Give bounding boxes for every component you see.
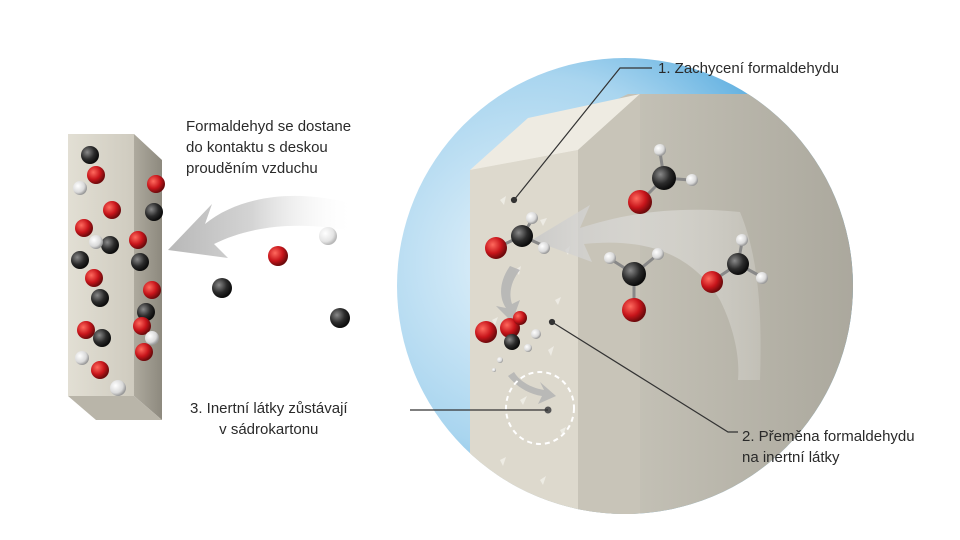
leader-step1 bbox=[513, 67, 652, 201]
leader-lines bbox=[410, 67, 738, 433]
converting-molecule bbox=[475, 311, 541, 372]
intro-line-2: do kontaktu s deskou bbox=[186, 139, 328, 156]
step1-label: 1. Zachycení formaldehydu bbox=[658, 58, 839, 79]
step2-line-2: na inertní látky bbox=[742, 449, 840, 466]
formaldehyde-molecule-2 bbox=[604, 248, 664, 322]
air-flow-arrow-circle bbox=[532, 205, 761, 380]
air-flow-arrow-left bbox=[168, 195, 355, 258]
step3-line-1: 3. Inertní látky zůstávají bbox=[190, 400, 348, 417]
zoom-circle bbox=[397, 58, 853, 514]
board-bottom-face bbox=[68, 396, 162, 420]
airborne-molecules bbox=[212, 227, 350, 328]
intro-line-1: Formaldehyd se dostane bbox=[186, 118, 352, 135]
board-molecules bbox=[71, 146, 165, 396]
intro-line-3: prouděním vzduchu bbox=[186, 160, 318, 177]
gypsum-board-piece bbox=[68, 134, 165, 420]
leader-step2 bbox=[551, 321, 738, 433]
step1-line-1: 1. Zachycení formaldehydu bbox=[658, 60, 839, 77]
intro-label: Formaldehyd se dostane do kontaktu s des… bbox=[186, 116, 351, 179]
formaldehyde-molecule-3 bbox=[701, 234, 768, 293]
captured-molecule bbox=[485, 212, 550, 259]
board-side bbox=[578, 94, 640, 514]
conversion-arrow bbox=[496, 266, 520, 322]
step3-line-2: v sádrokartonu bbox=[219, 421, 319, 438]
board-top-edge bbox=[470, 94, 640, 170]
formaldehyde-molecule-1 bbox=[628, 144, 698, 214]
step2-label: 2. Přeměna formaldehydu na inertní látky bbox=[742, 426, 915, 468]
step3-label: 3. Inertní látky zůstávají v sádrokarton… bbox=[190, 398, 348, 440]
step2-line-1: 2. Přeměna formaldehydu bbox=[742, 428, 915, 445]
storage-arrow bbox=[508, 372, 556, 404]
inert-substances-zone bbox=[505, 371, 575, 445]
